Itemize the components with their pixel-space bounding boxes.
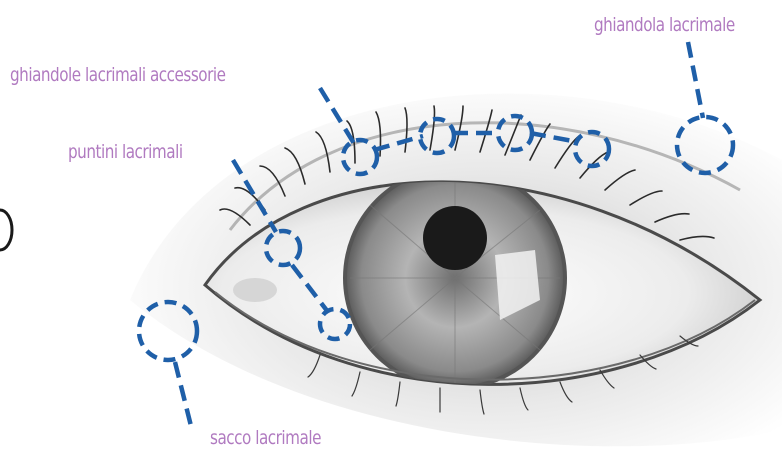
label-accessory-lacrimal-glands: ghiandole lacrimali accessorie: [10, 66, 226, 85]
pupil: [423, 206, 487, 270]
label-lacrimal-sac: sacco lacrimale: [210, 429, 321, 448]
inner-corner: [233, 278, 277, 302]
leader-lacrimal-gland: [688, 42, 703, 118]
leader-lacrimal-sac: [175, 362, 192, 430]
label-lacrimal-puncta: puntini lacrimali: [68, 143, 183, 162]
edge-marker-partial: [0, 210, 12, 250]
label-lacrimal-gland: ghiandola lacrimale: [594, 16, 735, 35]
